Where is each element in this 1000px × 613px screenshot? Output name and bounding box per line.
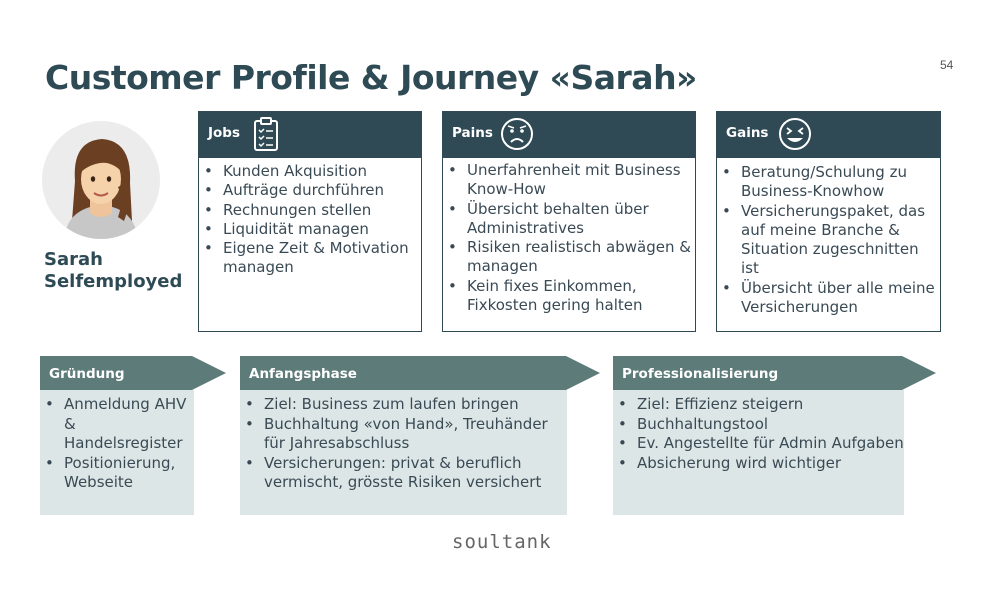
gains-list: Beratung/Schulung zu Business-Knowhow Ve… (717, 163, 940, 317)
gains-card-body: Beratung/Schulung zu Business-Knowhow Ve… (716, 157, 941, 332)
phase-label: Professionalisierung (622, 366, 779, 382)
phase-arrow-anfangsphase: Anfangsphase (240, 356, 600, 390)
phase-list: Ziel: Business zum laufen bringen Buchha… (240, 395, 567, 493)
list-item: Versicherungspaket, das auf meine Branch… (717, 202, 940, 279)
list-item: Ev. Angestellte für Admin Aufgaben (613, 434, 904, 454)
phase-label: Anfangsphase (249, 366, 357, 382)
jobs-card-body: Kunden Akquisition Aufträge durchführen … (198, 157, 422, 332)
list-item: Liquidität managen (199, 220, 421, 240)
list-item: Buchhaltungstool (613, 415, 904, 435)
gains-label: Gains (726, 125, 769, 141)
persona-first-name: Sarah (44, 249, 103, 270)
sad-face-icon (500, 117, 534, 155)
pains-list: Unerfahrenheit mit Business Know-How Übe… (443, 161, 695, 315)
pains-card-header: Pains (442, 111, 696, 157)
list-item: Kunden Akquisition (199, 162, 421, 182)
list-item: Positionierung, Webseite (40, 454, 194, 493)
phase-box-professionalisierung: Ziel: Effizienz steigern Buchhaltungstoo… (613, 390, 904, 515)
list-item: Ziel: Business zum laufen bringen (240, 395, 567, 415)
list-item: Aufträge durchführen (199, 181, 421, 201)
list-item: Ziel: Effizienz steigern (613, 395, 904, 415)
list-item: Beratung/Schulung zu Business-Knowhow (717, 163, 940, 202)
phase-list: Anmeldung AHV & Handelsregister Position… (40, 395, 194, 493)
persona-role: Selfemployed (44, 271, 183, 292)
list-item: Absicherung wird wichtiger (613, 454, 904, 474)
checklist-icon (252, 116, 280, 156)
page-number: 54 (940, 58, 954, 72)
jobs-list: Kunden Akquisition Aufträge durchführen … (199, 162, 421, 278)
laughing-face-icon (778, 117, 812, 155)
list-item: Buchhaltung «von Hand», Treuhänder für J… (240, 415, 567, 454)
persona-name: Sarah Selfemployed (44, 249, 182, 293)
soultank-logo: soultank (452, 531, 552, 553)
slide-title: Customer Profile & Journey «Sarah» (45, 58, 697, 97)
gains-card-header: Gains (716, 111, 941, 157)
list-item: Rechnungen stellen (199, 201, 421, 221)
list-item: Übersicht über alle meine Versicherungen (717, 279, 940, 318)
jobs-label: Jobs (208, 125, 240, 141)
phase-box-gruendung: Anmeldung AHV & Handelsregister Position… (40, 390, 194, 515)
list-item: Unerfahrenheit mit Business Know-How (443, 161, 695, 200)
jobs-card-header: Jobs (198, 111, 422, 157)
list-item: Risiken realistisch abwägen & managen (443, 238, 695, 277)
phase-arrow-gruendung: Gründung (40, 356, 226, 390)
list-item: Versicherungen: privat & beruflich vermi… (240, 454, 567, 493)
list-item: Kein fixes Einkommen, Fixkosten gering h… (443, 277, 695, 316)
woman-avatar-icon (64, 139, 138, 239)
avatar (42, 121, 160, 239)
phase-list: Ziel: Effizienz steigern Buchhaltungstoo… (613, 395, 904, 473)
phase-box-anfangsphase: Ziel: Business zum laufen bringen Buchha… (240, 390, 567, 515)
phase-arrow-professionalisierung: Professionalisierung (613, 356, 936, 390)
pains-card-body: Unerfahrenheit mit Business Know-How Übe… (442, 157, 696, 332)
list-item: Übersicht behalten über Administratives (443, 200, 695, 239)
pains-label: Pains (452, 125, 493, 141)
phase-label: Gründung (49, 366, 125, 382)
list-item: Anmeldung AHV & Handelsregister (40, 395, 194, 454)
list-item: Eigene Zeit & Motivation managen (199, 239, 421, 278)
